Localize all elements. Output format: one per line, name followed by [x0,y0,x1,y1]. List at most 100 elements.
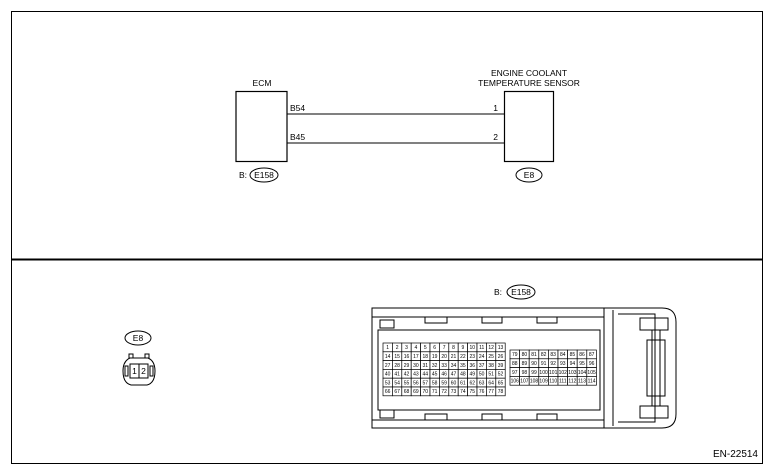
e158-pin-label: 63 [479,380,485,386]
e158-pin-label: 68 [404,389,410,395]
e158-pin-label: 61 [460,380,466,386]
e158-pin-label: 42 [404,372,410,378]
e158-pin-label: 35 [460,363,466,369]
e158-pin-label: 81 [531,352,537,358]
ecm-connector-id: E158 [254,170,274,180]
e158-pin-label: 41 [394,372,400,378]
e158-pin-label: 23 [470,354,476,360]
e158-pin-label: 17 [413,354,419,360]
outer-frame [11,11,763,464]
e158-connector-prefix: B: [494,287,502,297]
e158-pin-label: 65 [498,380,504,386]
e158-pin-label: 25 [488,354,494,360]
e158-pin-label: 100 [539,370,548,376]
sensor-connector-badge [515,167,543,183]
e158-pin-label: 14 [385,354,391,360]
e158-pin-label: 55 [404,380,410,386]
e158-pin-label: 114 [588,379,596,385]
e158-pin-label: 83 [550,352,556,358]
e158-pin-label: 88 [512,361,518,367]
e158-pin-label: 78 [498,389,504,395]
e158-pin-label: 6 [433,345,436,351]
e158-pin-label: 80 [522,352,528,358]
sensor-connector-id: E8 [524,170,535,180]
e158-pin-label: 16 [404,354,410,360]
e158-pin-label: 46 [441,372,447,378]
sensor-box [503,90,555,163]
e158-connector-id: E158 [511,287,531,297]
e158-pin-label: 8 [452,345,455,351]
e158-pin-label: 19 [432,354,438,360]
e158-pin-label: 98 [522,370,528,376]
e158-pin-label: 21 [451,354,457,360]
e158-pin-label: 91 [541,361,547,367]
e158-pin-label: 76 [479,389,485,395]
e158-pin-label: 32 [432,363,438,369]
e158-pin-label: 12 [488,345,494,351]
e158-pin-label: 54 [394,380,400,386]
ecm-label: ECM [253,78,272,88]
e158-pin-label: 77 [488,389,494,395]
e158-pin-label: 64 [488,380,494,386]
e158-pin-label: 104 [578,370,587,376]
e158-pin-label: 31 [423,363,429,369]
e158-pin-label: 45 [432,372,438,378]
e158-pin-label: 102 [559,370,568,376]
e158-pin-label: 38 [488,363,494,369]
e158-pin-label: 71 [432,389,438,395]
e158-pin-label: 94 [570,361,576,367]
e158-pin-label: 11 [479,345,484,351]
e158-pin-label: 95 [579,361,585,367]
e158-pin-label: 9 [462,345,465,351]
e158-pin-label: 18 [423,354,429,360]
e158-pin-label: 89 [522,361,528,367]
e158-pin-cell [495,386,506,397]
e158-pin-label: 47 [451,372,457,378]
e158-pin-label: 75 [470,389,476,395]
e158-pin-label: 24 [479,354,485,360]
e158-pin-label: 44 [423,372,429,378]
e158-pin-label: 86 [579,352,585,358]
e158-pin-label: 87 [589,352,595,358]
e158-pin-label: 15 [394,354,400,360]
e158-pin-label: 13 [498,345,504,351]
e158-pin-label: 90 [531,361,537,367]
figure-id: EN-22514 [713,449,758,460]
e158-pin-label: 20 [441,354,447,360]
sensor-label-line2: TEMPERATURE SENSOR [478,78,580,88]
e158-pin-label: 52 [498,372,504,378]
e158-pin-label: 22 [460,354,466,360]
wire1-ecm-terminal: B54 [290,103,305,113]
e158-pin-label: 29 [404,363,410,369]
wire2-sensor-terminal: 2 [493,132,498,142]
e158-pin-label: 26 [498,354,504,360]
e158-pin-label: 105 [587,370,596,376]
e158-pin-label: 111 [559,379,567,385]
e158-pin-label: 34 [451,363,457,369]
e158-pin-label: 59 [441,380,447,386]
e158-pin-label: 5 [424,345,427,351]
e158-pin-label: 108 [530,379,539,385]
e158-pin-label: 36 [470,363,476,369]
e158-pin-label: 96 [589,361,595,367]
e158-pin-label: 109 [539,379,548,385]
e158-pin-label: 3 [405,345,408,351]
e158-pin-label: 72 [441,389,447,395]
e158-pin-label: 85 [570,352,576,358]
e158-pin-label: 58 [432,380,438,386]
ecm-connector-badge [249,167,279,183]
e158-pin-label: 39 [498,363,504,369]
ecm-connector-prefix: B: [239,170,247,180]
e158-pin-label: 37 [479,363,485,369]
e158-pin-label: 110 [549,379,557,385]
e158-pin-label: 56 [413,380,419,386]
e158-pin-label: 97 [512,370,518,376]
e158-pin-label: 60 [451,380,457,386]
e158-pin-label: 70 [423,389,429,395]
e158-pin-label: 84 [560,352,566,358]
e158-pin-label: 69 [413,389,419,395]
e8-connector-id: E8 [133,333,144,343]
e158-pin-label: 62 [470,380,476,386]
